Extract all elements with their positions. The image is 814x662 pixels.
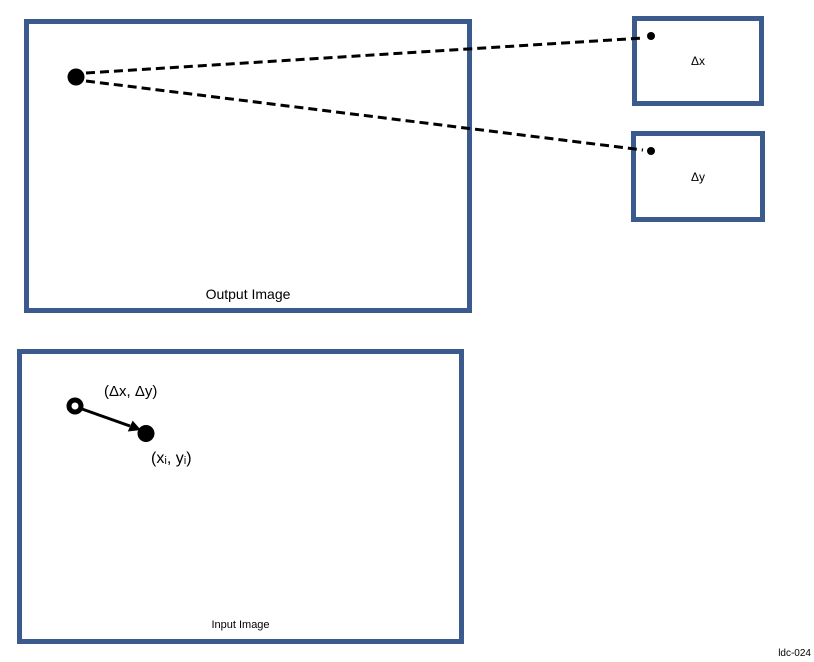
delta-y-label: Δy <box>690 169 705 184</box>
delta-x-box: Δx <box>632 16 764 106</box>
input-image-label: Input Image <box>211 619 270 631</box>
output-image-box: Output Image <box>24 19 472 313</box>
figure-id-label: ldc-024 <box>778 648 811 659</box>
delta-x-label: Δx <box>690 54 705 68</box>
output-image-label: Output Image <box>205 286 291 302</box>
input-point-label: (xᵢ, yᵢ) <box>151 450 192 467</box>
input-image-box: Input Image <box>17 349 464 644</box>
delta-y-box: Δy <box>631 131 765 222</box>
offset-vector-label: (Δx, Δy) <box>104 383 158 400</box>
